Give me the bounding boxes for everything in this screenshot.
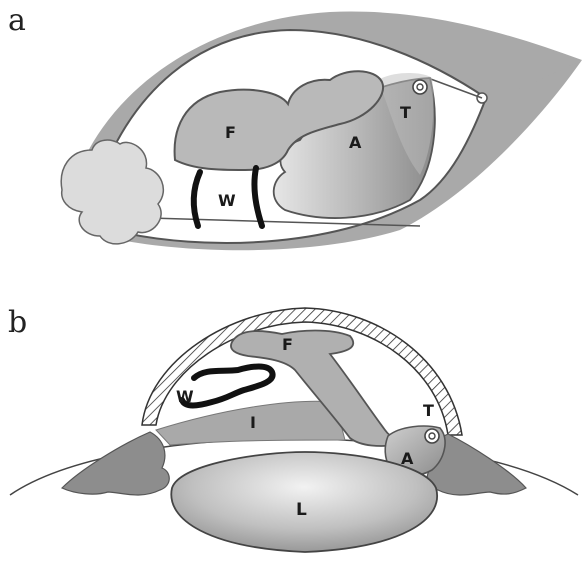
- panel-b-letter: b: [8, 305, 27, 340]
- panel-a: a F A T W: [8, 3, 582, 250]
- label-T-b: T: [423, 401, 434, 420]
- label-W-a: W: [218, 191, 236, 210]
- panel-b: b F W I T A L: [8, 305, 578, 552]
- label-L-b: L: [296, 500, 307, 520]
- left-wing: [62, 432, 169, 495]
- trabecular-dot-b: [429, 433, 435, 439]
- label-A-a: A: [349, 133, 362, 152]
- label-W-b: W: [176, 387, 194, 406]
- label-A-b: A: [401, 449, 414, 468]
- panel-a-letter: a: [8, 3, 26, 38]
- label-F-a: F: [225, 123, 236, 142]
- trabecular-dot-a: [417, 84, 423, 90]
- label-F-b: F: [282, 335, 293, 354]
- region-W-b: [182, 367, 273, 406]
- label-T-a: T: [400, 103, 411, 122]
- label-I-b: I: [250, 413, 256, 432]
